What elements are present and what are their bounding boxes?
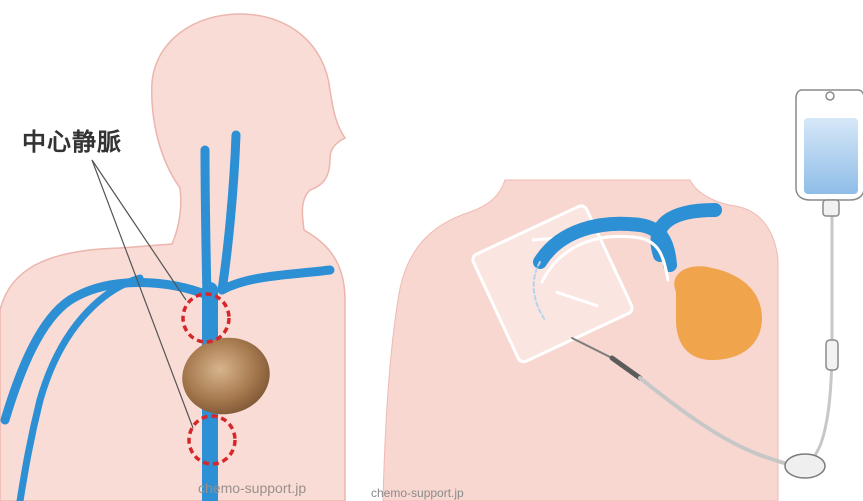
iv-bag-fluid [804,118,858,194]
central-vein-label: 中心静脈 [22,122,122,157]
left-body-silhouette [0,14,345,501]
credit-left: chemo-support.jp [198,480,306,496]
vein-jugular-left [205,150,207,300]
iv-bag [796,90,863,216]
left-body-figure [0,14,345,501]
iv-bag-port [823,200,839,216]
credit-right: chemo-support.jp [371,486,464,500]
iv-bag-hanger [826,92,834,100]
drip-chamber [826,340,838,370]
tube-main [808,212,832,466]
tube-clamp [785,454,825,478]
